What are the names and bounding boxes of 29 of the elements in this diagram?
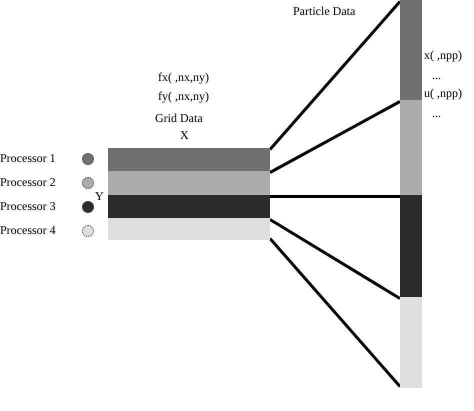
data-band [400, 100, 422, 195]
array-label: x( ,npp) [424, 48, 462, 62]
legend-label: Processor 2 [0, 175, 56, 189]
data-band [108, 218, 270, 240]
legend-label: Processor 4 [0, 223, 56, 237]
mapping-line [268, 0, 402, 150]
axis-label: X [180, 128, 189, 142]
legend-label: Processor 3 [0, 199, 56, 213]
mapping-line [268, 238, 402, 388]
legend-label: Processor 1 [0, 151, 56, 165]
ellipsis: ... [432, 106, 441, 120]
array-label: fx( ,nx,ny) [158, 70, 209, 84]
mapping-line [269, 218, 401, 300]
data-band [108, 195, 270, 218]
data-band [400, 0, 422, 100]
data-block [108, 148, 270, 240]
mapping-line [270, 195, 400, 198]
array-label: u( ,npp) [424, 86, 462, 100]
axis-label: Y [95, 189, 104, 203]
data-band [400, 297, 422, 388]
ellipsis: ... [432, 68, 441, 82]
data-band [108, 148, 270, 171]
heading: Grid Data [155, 111, 203, 125]
data-band [400, 195, 422, 297]
data-block [400, 0, 422, 388]
data-band [108, 171, 270, 195]
mapping-line [269, 100, 401, 174]
heading: Particle Data [293, 4, 356, 18]
array-label: fy( ,nx,ny) [158, 89, 209, 103]
